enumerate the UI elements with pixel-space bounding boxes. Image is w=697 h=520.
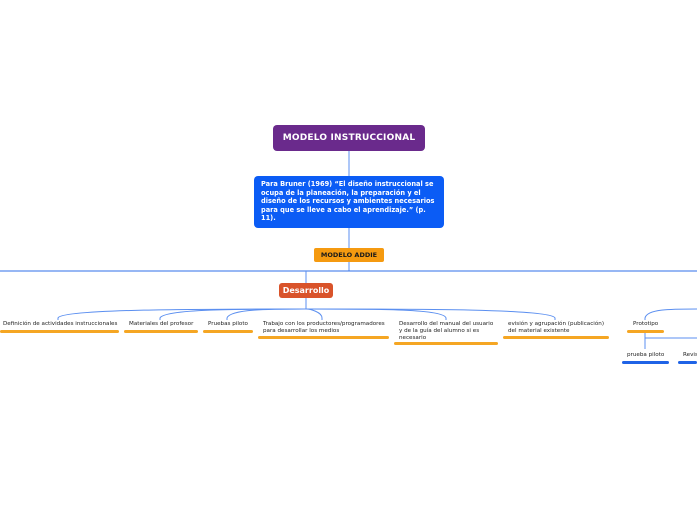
branch-1 [57, 308, 307, 320]
prototipo-child-underline [678, 361, 697, 364]
child-underline [124, 330, 198, 333]
desarrollo-node[interactable]: Desarrollo [279, 283, 333, 298]
branch-5 [305, 308, 447, 320]
quote-node[interactable]: Para Bruner (1969) “El diseño instruccio… [254, 176, 444, 228]
child-label: Desarrollo del manual del usuario y de l… [399, 321, 494, 341]
prototipo-underline [627, 330, 664, 333]
child-underline [258, 336, 389, 339]
branch-6 [305, 308, 556, 320]
prototipo-child-label: prueba piloto [627, 352, 665, 358]
child-underline [394, 342, 498, 345]
branch-3 [226, 308, 307, 320]
root-node[interactable]: MODELO INSTRUCCIONAL [273, 125, 425, 151]
child-label: evisión y agrupación (publicación) del m… [508, 321, 605, 334]
child-underline [503, 336, 609, 339]
prototipo-label: Prototipo [633, 321, 659, 327]
addie-node[interactable]: MODELO ADDIE [314, 248, 384, 262]
child-label: Trabajo con los productores/programadore… [263, 321, 385, 334]
prototipo-child-underline [622, 361, 669, 364]
child-label: Definición de actividades instruccionale… [3, 321, 118, 327]
prototipo-child-label: Revis [683, 352, 697, 358]
branch-4 [305, 308, 323, 320]
child-underline [0, 330, 119, 333]
child-label: Materiales del profesor [129, 321, 194, 327]
branch-2 [159, 308, 307, 320]
branch-prototipo [644, 308, 697, 320]
child-underline [203, 330, 253, 333]
child-label: Pruebas piloto [208, 321, 248, 327]
